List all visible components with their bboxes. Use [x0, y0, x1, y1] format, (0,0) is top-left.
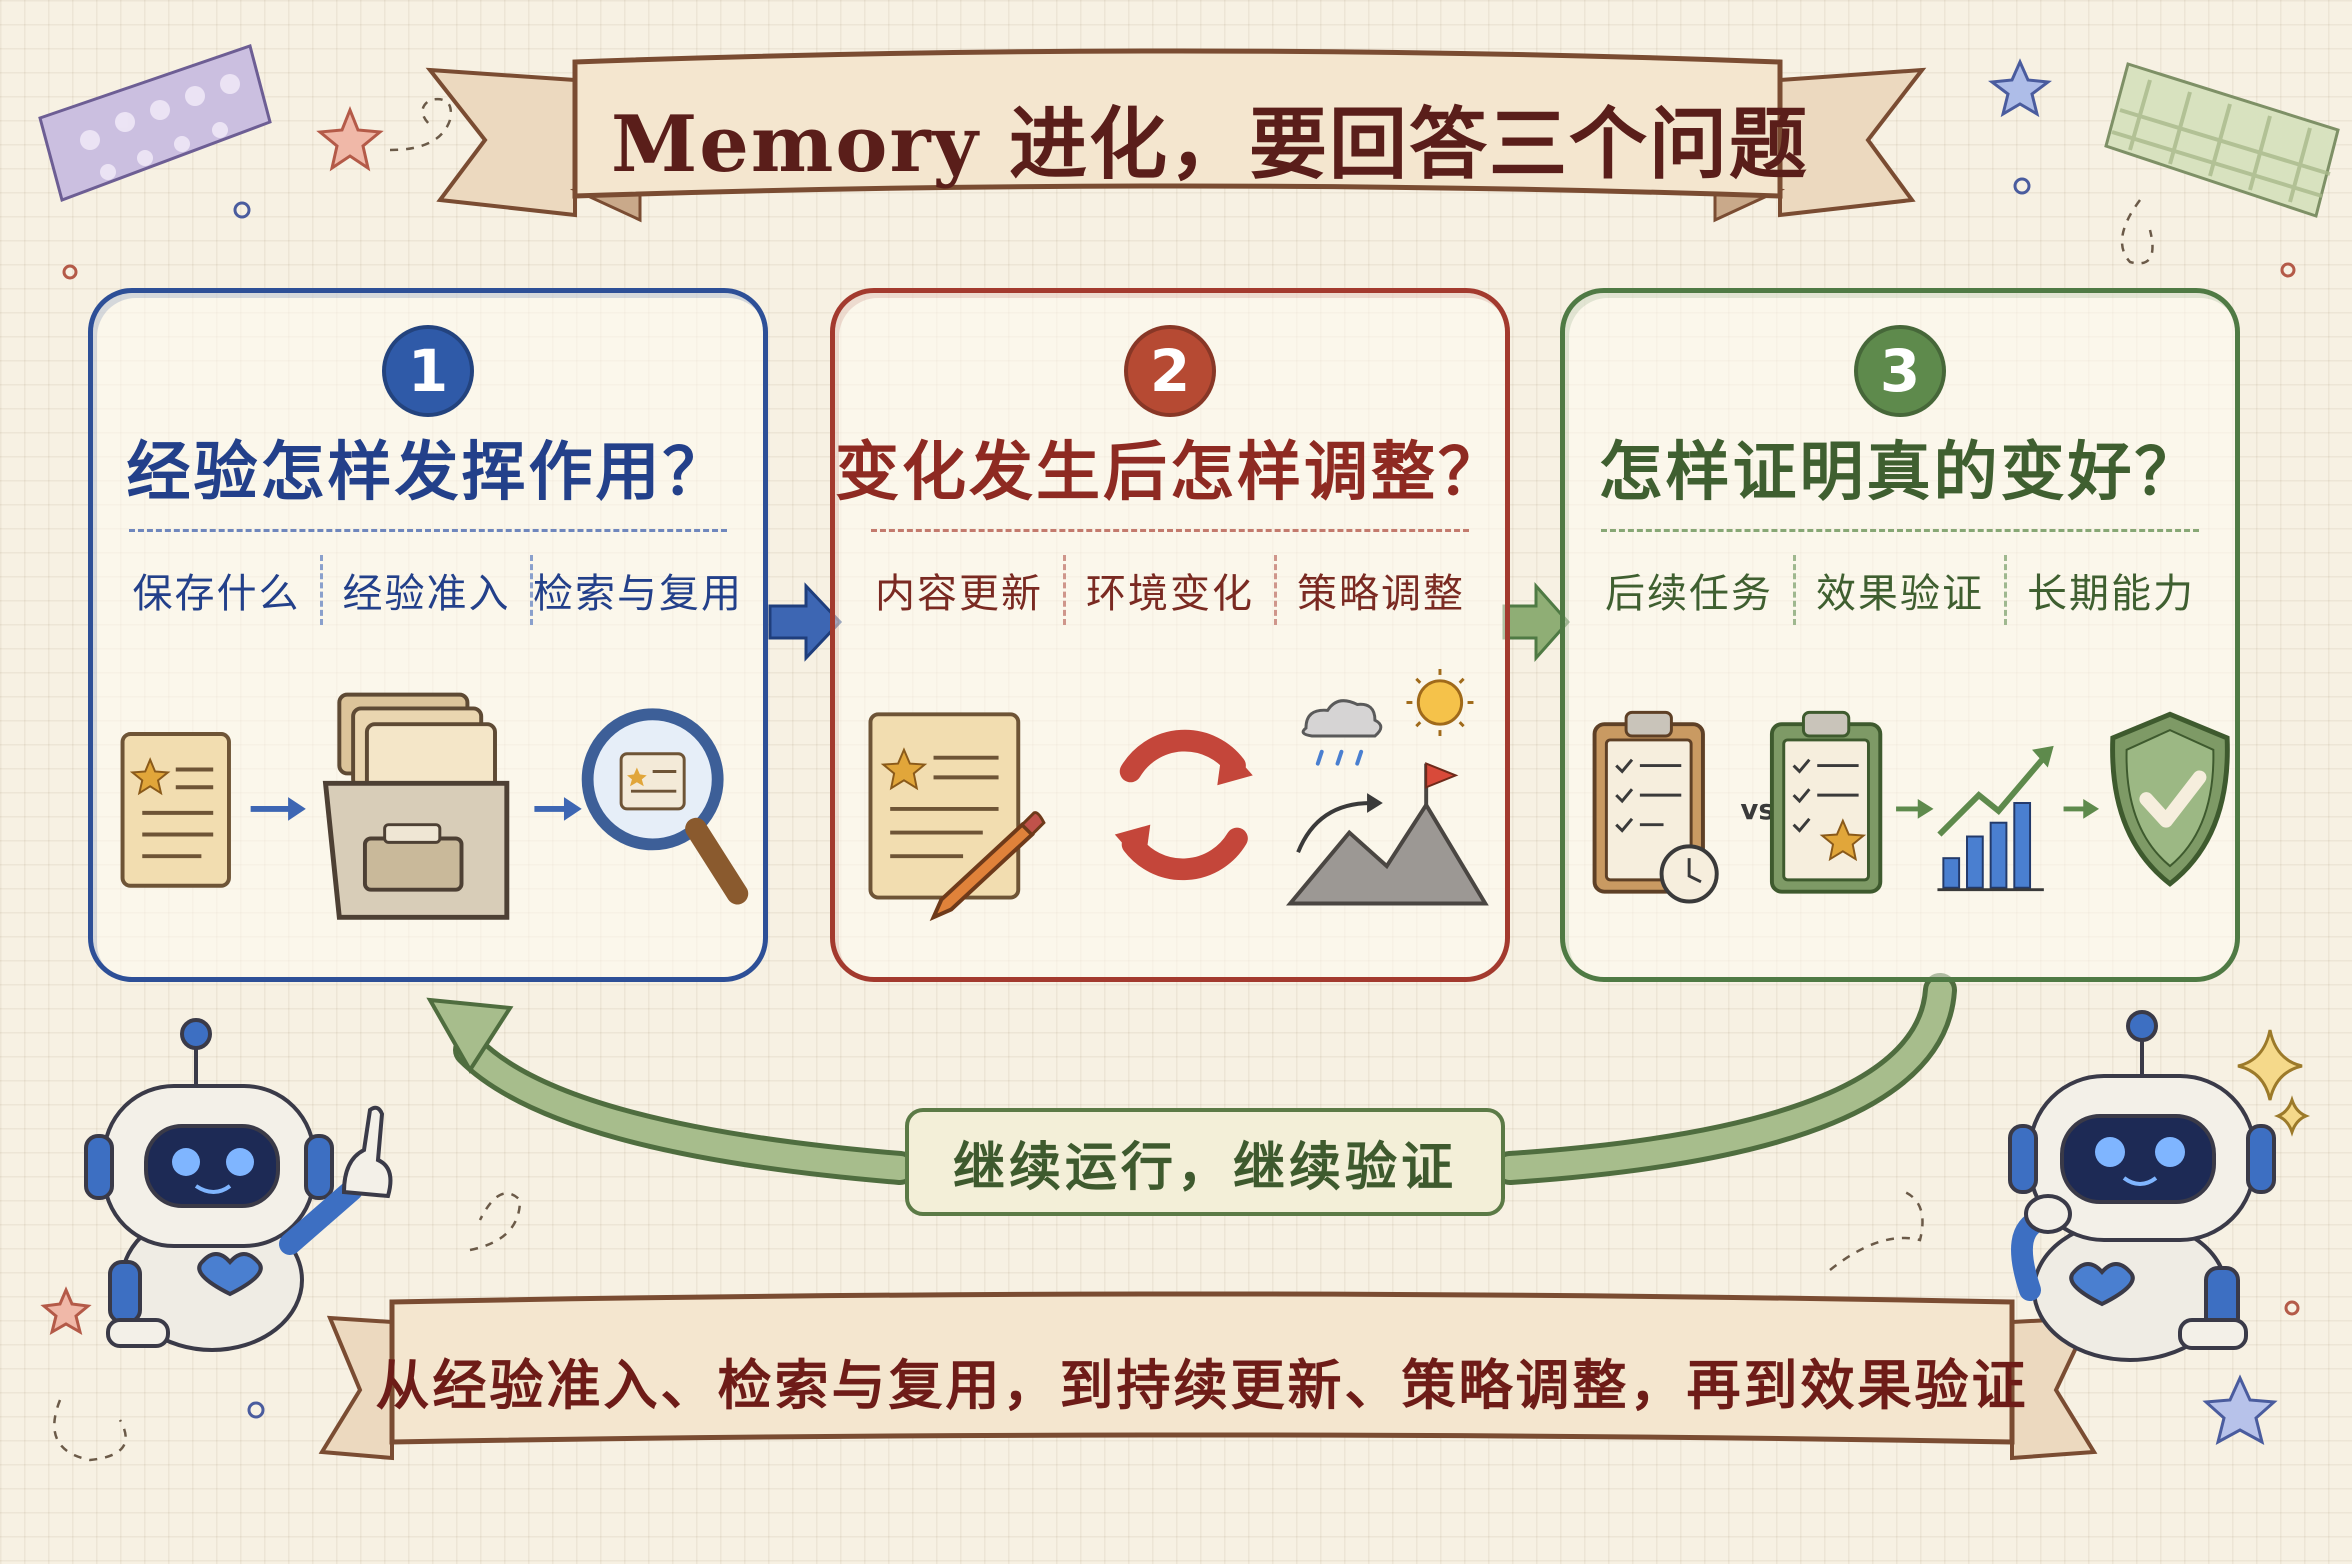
refresh-cycle-icon — [1114, 729, 1253, 881]
panel-experience: 1 经验怎样发挥作用？ 保存什么 经验准入 检索与复用 — [88, 288, 768, 982]
page-title: Memory 进化，要回答三个问题 — [610, 99, 1810, 190]
growth-chart-icon — [1937, 745, 2054, 892]
robot-icon — [2008, 1010, 2276, 1362]
panel-illustration — [868, 669, 1489, 922]
sub-topics: 后续任务 效果验证 长期能力 — [1585, 555, 2215, 625]
robot-icon — [84, 1018, 393, 1352]
sub-topic: 检索与复用 — [530, 555, 743, 625]
summary-banner: 从经验准入、检索与复用，到持续更新、策略调整，再到效果验证 — [375, 1352, 2029, 1417]
washi-tape-icon — [2104, 62, 2340, 218]
divider — [871, 529, 1469, 532]
divider — [1601, 529, 2199, 532]
title-ribbon — [425, 48, 1927, 223]
arrow-right-icon — [1502, 582, 1571, 662]
star-icon — [2202, 1374, 2278, 1445]
star-icon — [40, 1286, 92, 1336]
magnifier-icon — [581, 708, 749, 905]
arrow-right-icon — [768, 582, 843, 662]
loop-arrow — [426, 973, 1957, 1185]
sparkle-icon — [2237, 1029, 2311, 1137]
divider — [129, 529, 727, 532]
bottom-ribbon — [318, 1291, 2098, 1461]
panel-adjustment: 2 变化发生后怎样调整？ 内容更新 环境变化 策略调整 — [830, 288, 1510, 982]
step-number-badge: 3 — [1854, 325, 1946, 417]
panel-illustration: vs — [1592, 710, 2230, 904]
clipboard-clock-icon — [1592, 710, 1719, 904]
weather-mountain-flag-icon — [1285, 669, 1489, 906]
clipboard-star-icon — [1769, 710, 1883, 894]
sub-topic: 内容更新 — [875, 571, 1043, 617]
step-number-badge: 1 — [382, 325, 474, 417]
panel-question: 怎样证明真的变好？ — [1598, 435, 2202, 510]
sub-topic: 策略调整 — [1274, 555, 1485, 625]
sub-topic: 保存什么 — [132, 571, 301, 617]
panel-validation: 3 怎样证明真的变好？ 后续任务 效果验证 长期能力 vs — [1560, 288, 2240, 982]
sub-topic: 长期能力 — [2004, 555, 2215, 625]
washi-tape-icon — [38, 44, 272, 202]
panel-illustration — [120, 692, 749, 920]
star-icon — [316, 105, 384, 172]
loop-label: 继续运行，继续验证 — [905, 1108, 1505, 1216]
panel-question: 变化发生后怎样调整？ — [835, 435, 1505, 510]
vs-label: vs — [1740, 793, 1774, 826]
shield-check-icon — [2110, 711, 2230, 887]
sub-topic: 经验准入 — [320, 555, 530, 625]
sub-topic: 环境变化 — [1063, 555, 1274, 625]
file-cabinet-icon — [322, 692, 510, 920]
sub-topic: 后续任务 — [1605, 571, 1773, 617]
star-icon — [1988, 58, 2052, 118]
step-number-badge: 2 — [1124, 325, 1216, 417]
document-star-icon — [120, 732, 231, 888]
panel-question: 经验怎样发挥作用？ — [126, 435, 730, 510]
document-pencil-icon — [868, 712, 1046, 922]
sub-topics: 保存什么 经验准入 检索与复用 — [113, 555, 743, 625]
sub-topic: 效果验证 — [1793, 555, 2004, 625]
sub-topics: 内容更新 环境变化 策略调整 — [855, 555, 1485, 625]
